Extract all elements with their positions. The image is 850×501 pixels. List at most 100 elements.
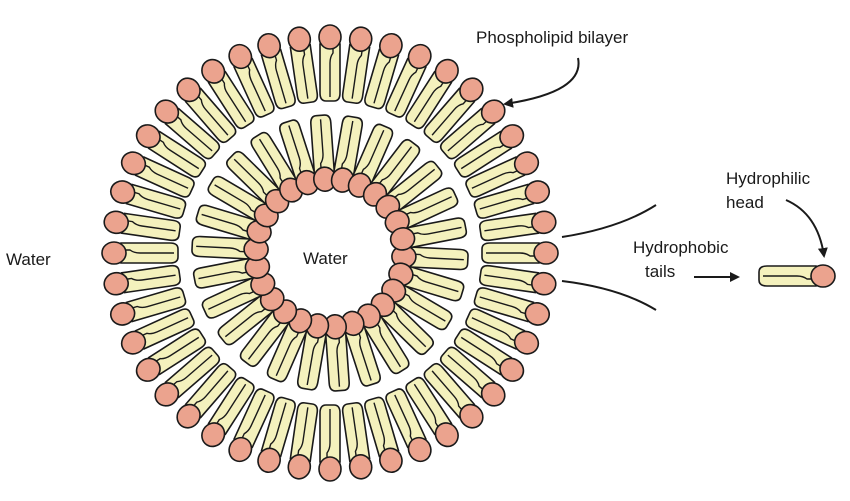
tail-divider <box>375 320 402 368</box>
tail-divider <box>340 120 354 172</box>
tail-divider <box>431 370 465 413</box>
hydrophilic-head <box>257 447 281 474</box>
tail-divider <box>413 383 441 430</box>
hydrophobic-label-line2: tails <box>645 262 675 281</box>
outer-phospholipid <box>405 376 459 448</box>
water-inside-label: Water <box>303 249 348 268</box>
tail-divider <box>336 334 341 387</box>
tail-divider <box>763 275 815 280</box>
outer-phospholipid <box>103 264 181 296</box>
hydrophilic-head <box>480 99 506 124</box>
tail-divider <box>351 407 358 460</box>
tail-divider <box>471 317 519 343</box>
hydrophilic-head <box>524 302 551 326</box>
hydrophilic-head <box>531 271 557 296</box>
outer-leaflet <box>101 24 559 482</box>
inner-phospholipid <box>356 303 410 375</box>
inner-phospholipid <box>191 235 269 262</box>
tail-divider <box>198 270 251 280</box>
hydrophilic-head <box>101 241 127 265</box>
hydrophilic-head <box>109 180 136 204</box>
inner-phospholipid <box>279 119 320 196</box>
hydrophilic-head <box>154 382 180 407</box>
hydrophilic-label-line1: Hydrophilic <box>726 169 811 188</box>
outer-phospholipid <box>176 362 237 429</box>
tail-divider <box>319 119 324 172</box>
inner-phospholipid <box>340 310 381 387</box>
tail-divider <box>141 163 189 189</box>
outer-phospholipid <box>287 402 319 480</box>
hydrophilic-head <box>389 227 416 251</box>
tail-divider <box>139 317 189 338</box>
tail-divider <box>394 64 420 112</box>
outer-phospholipid <box>341 26 373 104</box>
outer-phospholipid <box>318 404 342 482</box>
hydrophilic-head <box>109 302 136 326</box>
single-phospholipid <box>758 264 836 288</box>
tail-divider <box>233 158 270 199</box>
outer-phospholipid <box>439 346 506 407</box>
outer-phospholipid <box>479 264 557 296</box>
tail-divider <box>359 129 385 177</box>
phospholipid-bilayer-label: Phospholipid bilayer <box>476 28 628 47</box>
hydrophilic-head <box>201 422 226 448</box>
tail-divider <box>401 291 446 322</box>
tail-divider <box>208 289 258 310</box>
inner-phospholipid <box>391 244 469 271</box>
outer-phospholipid <box>453 328 525 382</box>
hydrophobic-label-line1: Hydrophobic <box>633 238 729 257</box>
inner-phospholipid <box>389 217 468 251</box>
outer-phospholipid <box>201 58 255 130</box>
outer-phospholipid <box>473 287 551 326</box>
hydrophilic-head <box>531 210 557 235</box>
tail-divider <box>391 168 436 201</box>
tail-divider <box>153 336 200 364</box>
zoom-line-top <box>561 204 657 238</box>
outer-phospholipid <box>287 26 319 104</box>
tail-divider <box>288 125 303 177</box>
water-outside-label: Water <box>6 250 51 269</box>
inner-phospholipid <box>207 175 279 228</box>
tail-divider <box>219 76 247 123</box>
tail-divider <box>479 196 531 210</box>
hydrophilic-head <box>434 58 459 84</box>
tail-divider <box>484 225 537 232</box>
tail-divider <box>326 409 331 461</box>
tail-divider <box>131 190 181 210</box>
tail-divider <box>413 79 446 123</box>
hydrophilic-head <box>407 436 432 463</box>
tail-divider <box>258 138 285 186</box>
tail-divider <box>214 383 247 427</box>
hydrophilic-head <box>228 436 253 463</box>
hydrophilic-head <box>348 454 373 480</box>
tail-divider <box>409 273 459 293</box>
inner-phospholipid <box>330 115 364 193</box>
outer-phospholipid <box>385 43 432 118</box>
hydrophilic-head <box>135 124 161 149</box>
tail-divider <box>373 402 387 454</box>
outer-phospholipid <box>465 151 540 198</box>
hydrophilic-head <box>287 26 312 52</box>
hydrophilic-head <box>407 43 432 70</box>
hydrophilic-head <box>533 241 559 265</box>
outer-phospholipid <box>364 396 403 474</box>
inner-phospholipid <box>347 123 394 198</box>
tail-divider <box>123 274 176 281</box>
hydrophilic-head <box>287 454 312 480</box>
tail-divider <box>447 354 486 392</box>
outer-phospholipid <box>120 308 195 355</box>
inner-phospholipid <box>375 160 443 220</box>
outer-phospholipid <box>109 180 187 219</box>
outer-phospholipid <box>228 43 275 118</box>
tail-divider <box>431 97 469 136</box>
tail-divider <box>351 47 364 99</box>
outer-phospholipid <box>364 32 403 110</box>
outer-phospholipid <box>465 308 540 355</box>
outer-phospholipid <box>423 362 484 429</box>
hydrophilic-label-line2: head <box>726 193 764 212</box>
hydrophilic-head <box>459 77 484 103</box>
hydrophilic-head <box>103 271 129 296</box>
tail-divider <box>122 249 174 254</box>
tail-divider <box>447 118 490 152</box>
tail-divider <box>306 334 320 386</box>
